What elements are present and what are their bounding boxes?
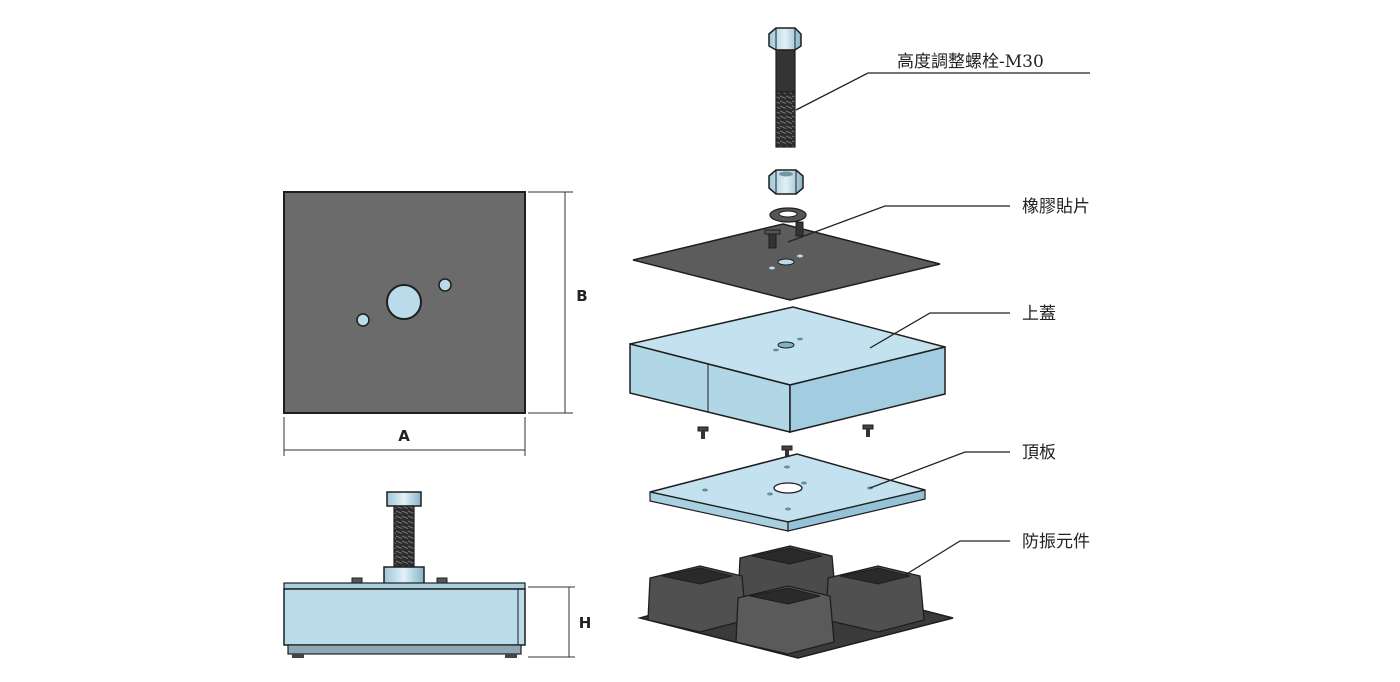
side-view-body xyxy=(283,588,526,646)
dimension-a-label: A xyxy=(398,427,410,445)
dimension-b-label: B xyxy=(576,287,587,305)
bolt-head xyxy=(768,27,802,51)
leader-lines xyxy=(787,72,1090,576)
rubber-pad xyxy=(632,221,941,301)
dimension-h: H xyxy=(528,586,592,658)
top-view-side-hole xyxy=(356,313,370,327)
height-adjust-bolt xyxy=(768,27,802,148)
side-view-screw xyxy=(436,577,448,584)
label-top-cover: 上蓋 xyxy=(1022,304,1056,324)
exploded-view: 高度調整螺栓-M30 橡膠貼片 上蓋 頂板 防振元件 xyxy=(629,27,1090,659)
side-view-bolt-thread xyxy=(393,505,415,569)
top-plate xyxy=(649,453,926,532)
dimension-h-label: H xyxy=(579,614,592,632)
rubber-pad-screw xyxy=(795,221,804,237)
nut xyxy=(768,169,804,195)
bolt-shank xyxy=(775,49,796,93)
mounting-screws xyxy=(697,424,874,458)
side-view-nut xyxy=(383,566,425,586)
bolt-thread xyxy=(775,91,796,148)
label-isolator: 防振元件 xyxy=(1022,532,1090,552)
side-view-base xyxy=(287,644,522,655)
isolator-element xyxy=(637,545,954,659)
label-rubber-pad: 橡膠貼片 xyxy=(1022,197,1090,217)
top-view-center-hole xyxy=(386,284,422,320)
side-view-top-cap xyxy=(283,582,526,590)
side-view-bolt-head xyxy=(386,491,422,507)
washer xyxy=(769,207,807,223)
top-view-side-hole xyxy=(438,278,452,292)
label-top-plate: 頂板 xyxy=(1022,443,1056,463)
side-view: H xyxy=(283,491,592,658)
dimension-b: B xyxy=(528,191,588,414)
top-cover-right-face xyxy=(789,346,946,433)
label-bolt: 高度調整螺栓-M30 xyxy=(897,52,1044,72)
top-cover xyxy=(629,306,946,433)
top-view: A B xyxy=(283,191,588,456)
side-view-screw xyxy=(351,577,363,584)
dimension-a: A xyxy=(283,417,526,456)
